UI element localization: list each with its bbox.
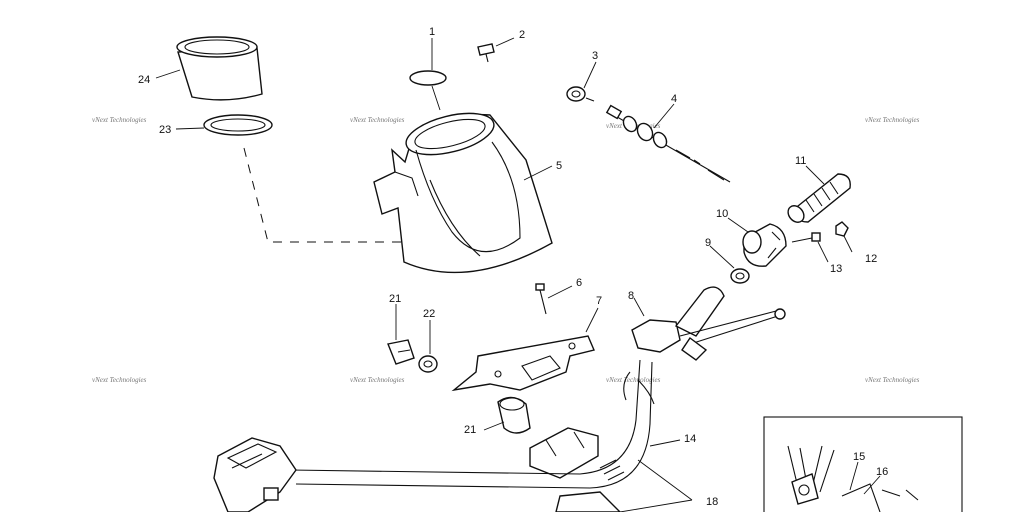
part-12-nut <box>835 221 849 237</box>
part-9-collar <box>730 268 750 284</box>
part-5-headlight-housing <box>373 112 553 274</box>
callout-6: 6 <box>576 277 582 289</box>
callout-23: 23 <box>159 124 171 136</box>
callout-11: 11 <box>795 155 806 167</box>
part-8-brake-lever <box>631 286 786 361</box>
part-4-cable-assembly <box>605 104 731 183</box>
callout-12: 12 <box>865 253 877 265</box>
handlebar-clamp <box>529 427 621 512</box>
callout-22: 22 <box>423 308 435 320</box>
callout-2: 2 <box>519 29 525 41</box>
watermark: vNext Technologies <box>350 116 405 124</box>
watermark: vNext Technologies <box>606 376 661 384</box>
watermark: vNext Technologies <box>350 376 405 384</box>
leader-lines <box>155 37 881 512</box>
callout-7: 7 <box>596 295 602 307</box>
callout-18: 18 <box>706 496 718 508</box>
watermark: vNext Technologies <box>865 116 920 124</box>
watermark: vNext Technologies <box>92 116 147 124</box>
callout-15: 15 <box>853 451 865 463</box>
assembly-dash-line <box>243 147 406 243</box>
callout-21-lower: 21 <box>464 424 476 436</box>
part-10-switch-housing <box>742 223 787 267</box>
callout-1: 1 <box>429 26 435 38</box>
part-11-grip <box>787 173 851 223</box>
part-21-switch-upper <box>387 339 415 365</box>
part-14-handlebar <box>289 359 655 489</box>
part-24-sleeve <box>176 36 263 101</box>
part-13-screw <box>791 232 821 243</box>
part-1-lens <box>409 70 447 86</box>
callout-4: 4 <box>671 93 677 105</box>
callout-16: 16 <box>876 466 888 478</box>
callout-3: 3 <box>592 50 598 62</box>
callout-14: 14 <box>684 433 696 445</box>
callout-8: 8 <box>628 290 634 302</box>
part-7-bracket-plate <box>451 335 595 392</box>
part-23-ring <box>203 114 273 136</box>
callout-10: 10 <box>716 208 728 220</box>
callout-24: 24 <box>138 74 150 86</box>
part-2-screw <box>477 43 495 63</box>
part-3-nut <box>566 86 595 102</box>
callout-21-upper: 21 <box>389 293 401 305</box>
part-21-knob-lower <box>497 396 531 434</box>
watermark: vNext Technologies <box>865 376 920 384</box>
part-6-bolt <box>535 283 547 315</box>
detail-inset <box>763 416 963 512</box>
left-control-housing <box>213 437 297 512</box>
part-22-grommet <box>418 355 438 373</box>
callout-labels: 1 2 3 4 5 6 7 8 9 10 11 12 13 14 15 16 1… <box>138 26 888 508</box>
callout-5: 5 <box>556 160 562 172</box>
callout-13: 13 <box>830 263 842 275</box>
callout-9: 9 <box>705 237 711 249</box>
watermark: vNext Technologies <box>92 376 147 384</box>
